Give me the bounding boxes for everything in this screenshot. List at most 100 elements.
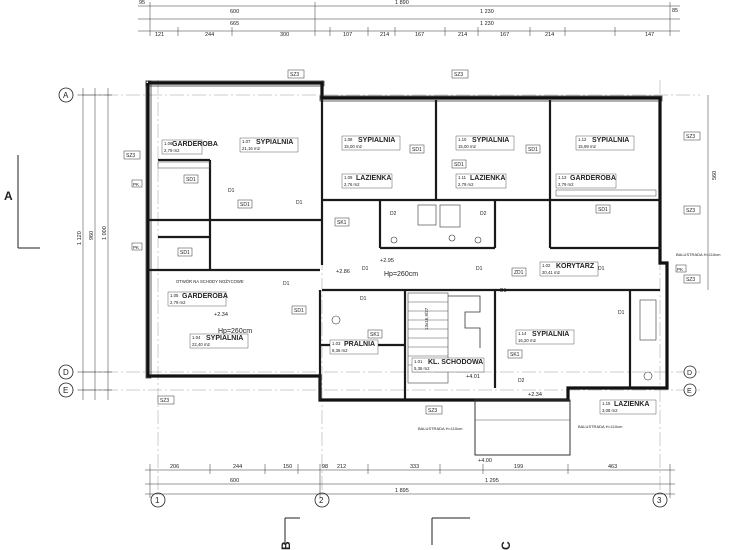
svg-text:1 295: 1 295 — [485, 478, 499, 484]
svg-text:1.09: 1.09 — [344, 175, 353, 180]
svg-text:+2.86: +2.86 — [336, 269, 350, 275]
svg-text:SD1: SD1 — [240, 202, 250, 208]
room-1-03: 1.03 PRALNIA 8,36 m2 — [329, 339, 379, 355]
room-name: SYPIALNIA — [206, 335, 243, 342]
dim-seg-3: 107 — [343, 32, 352, 38]
axis-bubble-e-right: E — [683, 383, 697, 397]
interior-walls — [148, 98, 660, 400]
svg-text:E: E — [63, 386, 68, 395]
dim-seg-2: 300 — [280, 32, 289, 38]
room-name: PRALNIA — [344, 341, 375, 348]
svg-text:SZ3: SZ3 — [686, 277, 695, 283]
svg-text:PK: PK — [133, 245, 139, 250]
svg-text:SZ3: SZ3 — [454, 72, 463, 78]
room-name: LAZIENKA — [614, 401, 649, 408]
room-1-15: 1.15 LAZIENKA 3,08 m2 — [599, 399, 657, 415]
svg-text:2,79 m2: 2,79 m2 — [170, 300, 186, 305]
svg-text:1.04: 1.04 — [192, 335, 201, 340]
room-name: KL. SCHODOWA — [428, 359, 483, 366]
svg-text:20,41 m2: 20,41 m2 — [542, 270, 561, 275]
svg-text:SD1: SD1 — [454, 162, 464, 168]
svg-text:C: C — [499, 541, 513, 550]
svg-text:22,40 m2: 22,40 m2 — [192, 342, 211, 347]
dim-left-b: 1 000 — [102, 226, 108, 240]
svg-text:+2.95: +2.95 — [380, 258, 394, 264]
svg-text:+4.01: +4.01 — [466, 374, 480, 380]
left-dimension-lines: 1 120 960 1 000 — [77, 88, 112, 400]
height-annotation: Hp=260cm — [384, 271, 418, 278]
svg-text:SZ3: SZ3 — [686, 134, 695, 140]
dim-left-total: 1 120 — [77, 231, 83, 245]
section-mark-a: A — [4, 155, 40, 249]
axis-bubble-1: 1 — [150, 492, 166, 508]
height-annotation: Hp=260cm — [218, 328, 252, 335]
svg-text:SD1: SD1 — [186, 177, 196, 183]
dim-seg-0: 121 — [155, 32, 164, 38]
dim-top-mid-a: 600 — [230, 9, 239, 15]
svg-text:1.05: 1.05 — [170, 293, 179, 298]
dim-top-a: 95 — [139, 0, 145, 6]
svg-text:13x16,9/27: 13x16,9/27 — [424, 307, 429, 330]
dim-seg-4: 214 — [380, 32, 389, 38]
balcony: BALUSTRADA H=110cm BALUSTRADA H=110cm BA… — [418, 252, 721, 456]
exterior-walls — [145, 80, 669, 402]
svg-text:SK1: SK1 — [510, 352, 520, 358]
svg-text:BALUSTRADA H=110cm: BALUSTRADA H=110cm — [578, 424, 623, 429]
room-name: SYPIALNIA — [532, 331, 569, 338]
svg-text:8,36 m2: 8,36 m2 — [332, 348, 348, 353]
svg-text:D1: D1 — [283, 281, 290, 287]
bottom-dimension-lines: 206 244 150 98 212 333 199 463 600 1 295… — [145, 464, 675, 498]
room-name: KORYTARZ — [556, 263, 595, 270]
svg-text:D1: D1 — [228, 188, 235, 194]
dim-seg-9: 147 — [645, 32, 654, 38]
svg-text:ZD1: ZD1 — [514, 270, 524, 276]
svg-text:BALUSTRADA H=110cm: BALUSTRADA H=110cm — [418, 426, 463, 431]
svg-text:SZ3: SZ3 — [126, 153, 135, 159]
svg-text:15,99 m2: 15,99 m2 — [578, 144, 597, 149]
axis-bubble-3: 3 — [652, 492, 668, 508]
svg-text:2: 2 — [319, 496, 324, 505]
axis-bubble-d: D — [58, 364, 74, 380]
svg-text:D: D — [687, 370, 692, 377]
svg-text:SZ3: SZ3 — [686, 208, 695, 214]
opening-tags: SZ3 SZ3 SZ3 SZ3 SZ3 SZ3 SZ3 SZ3 SD1 SD1 … — [123, 69, 701, 415]
svg-text:D1: D1 — [476, 266, 483, 272]
svg-text:15,00 m2: 15,00 m2 — [344, 144, 363, 149]
right-dimension-lines: 560 — [707, 95, 718, 290]
svg-text:SZ3: SZ3 — [290, 72, 299, 78]
room-1-10: 1.10 SYPIALNIA 15,00 m2 — [455, 135, 515, 151]
svg-text:1.14: 1.14 — [518, 331, 527, 336]
svg-text:SD1: SD1 — [180, 250, 190, 256]
wardrobe-hatch — [157, 161, 657, 197]
svg-text:1.01: 1.01 — [414, 359, 423, 364]
dim-top-mid-b: 1 230 — [480, 9, 494, 15]
svg-text:2,79 m2: 2,79 m2 — [458, 182, 474, 187]
svg-text:D: D — [63, 368, 69, 377]
dim-seg-5: 167 — [415, 32, 424, 38]
svg-text:SZ3: SZ3 — [428, 408, 437, 414]
svg-text:SZ3: SZ3 — [160, 398, 169, 404]
svg-text:2,79 m2: 2,79 m2 — [558, 182, 574, 187]
svg-text:1.13: 1.13 — [558, 175, 567, 180]
svg-text:206: 206 — [170, 464, 179, 470]
dim-seg-1: 244 — [205, 32, 214, 38]
room-1-07: 1.07 SYPIALNIA 21,16 m2 — [239, 137, 299, 153]
axis-bubble-e: E — [58, 382, 74, 398]
svg-text:15,00 m2: 15,00 m2 — [458, 144, 477, 149]
svg-text:D2: D2 — [480, 211, 487, 217]
svg-text:D1: D1 — [360, 296, 367, 302]
svg-text:D1: D1 — [296, 200, 303, 206]
svg-text:1.10: 1.10 — [458, 137, 467, 142]
room-name: SYPIALNIA — [592, 137, 629, 144]
svg-text:5,36 m2: 5,36 m2 — [414, 366, 430, 371]
svg-text:SD1: SD1 — [294, 308, 304, 314]
svg-text:1.15: 1.15 — [602, 401, 611, 406]
svg-text:199: 199 — [514, 464, 523, 470]
svg-text:+2.34: +2.34 — [214, 312, 228, 318]
room-name: LAZIENKA — [470, 175, 505, 182]
svg-text:600: 600 — [230, 478, 239, 484]
svg-text:150: 150 — [283, 464, 292, 470]
svg-text:1 895: 1 895 — [395, 488, 409, 494]
svg-text:3,08 m2: 3,08 m2 — [602, 408, 618, 413]
